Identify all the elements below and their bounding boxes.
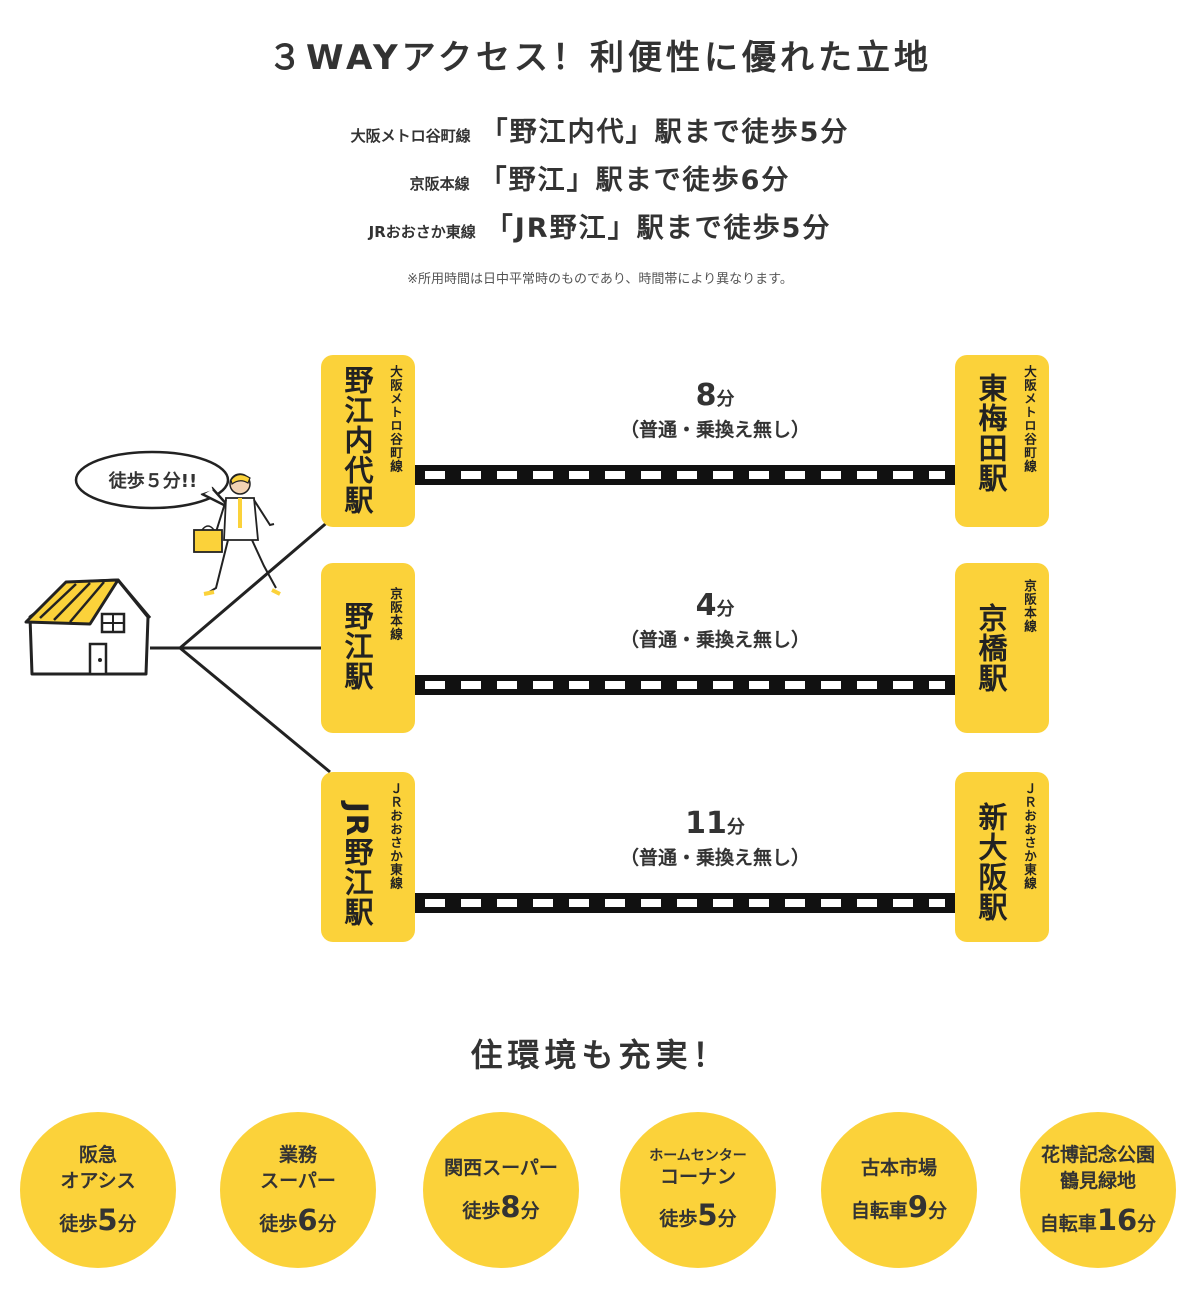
station-line: 京阪本線 — [388, 587, 403, 641]
facility-time: 徒歩5分 — [659, 1198, 737, 1233]
station-noe: 野江駅 京阪本線 — [321, 563, 415, 733]
facility-name-sub: ホームセンター — [649, 1147, 747, 1164]
access-line-name: JRおおさか東線 — [368, 223, 476, 241]
station-line: 京阪本線 — [1022, 579, 1037, 633]
facility-name: 古本市場 — [860, 1157, 937, 1180]
station-kyobashi: 京橋駅 京阪本線 — [955, 563, 1049, 733]
station-name: 野江内代駅 — [340, 365, 374, 515]
station-line: ＪＲおおさか東線 — [1022, 782, 1037, 890]
station-nojiri-uchindai: 野江内代駅 大阪メトロ谷町線 — [321, 355, 415, 527]
access-destination: 「野江」駅まで徒歩6分 — [479, 165, 791, 196]
station-jr-noe: JR野江駅 ＪＲおおさか東線 — [321, 772, 415, 942]
travel-time: 8分 （普通・乗換え無し） — [560, 378, 870, 442]
house-icon — [24, 578, 152, 676]
access-line-name: 大阪メトロ谷町線 — [350, 127, 471, 145]
facility-name: 関西スーパー — [444, 1157, 558, 1180]
access-destination: 「野江内代」駅まで徒歩5分 — [480, 117, 850, 148]
facility-kansai-super: 関西スーパー 徒歩8分 — [423, 1112, 579, 1268]
route-lines — [150, 518, 331, 774]
access-line-keihan: 京阪本線「野江」駅まで徒歩6分 — [0, 158, 1200, 197]
facility-name: 業務 スーパー — [260, 1144, 336, 1192]
travel-time: 4分 （普通・乗換え無し） — [560, 588, 870, 652]
station-name: 野江駅 — [340, 601, 374, 691]
station-line: ＪＲおおさか東線 — [388, 782, 403, 890]
facility-name: コーナン — [659, 1165, 736, 1188]
facility-time: 自転車9分 — [850, 1189, 948, 1224]
facility-name: 花博記念公園 鶴見緑地 — [1040, 1144, 1155, 1192]
travel-detail: （普通・乗換え無し） — [619, 419, 810, 441]
facility-name: 阪急 オアシス — [60, 1144, 136, 1192]
rail-track — [415, 465, 955, 485]
travel-detail: （普通・乗換え無し） — [619, 629, 810, 651]
station-name: JR野江駅 — [340, 802, 374, 928]
station-name: 東梅田駅 — [974, 373, 1008, 493]
facility-furuhon-ichiba: 古本市場 自転車9分 — [821, 1112, 977, 1268]
station-higashi-umeda: 東梅田駅 大阪メトロ谷町線 — [955, 355, 1049, 527]
access-line-jr: JRおおさか東線「JR野江」駅まで徒歩5分 — [0, 206, 1200, 245]
facility-gyomu-super: 業務 スーパー 徒歩6分 — [220, 1112, 376, 1268]
access-line-metro: 大阪メトロ谷町線「野江内代」駅まで徒歩5分 — [0, 110, 1200, 149]
facility-time: 徒歩8分 — [462, 1189, 540, 1224]
facility-konan: ホームセンター コーナン 徒歩5分 — [620, 1112, 776, 1268]
facility-hankyu-oasis: 阪急 オアシス 徒歩5分 — [20, 1112, 176, 1268]
facility-time: 自転車16分 — [1039, 1202, 1157, 1237]
section-title: 住環境も充実！ — [470, 1036, 730, 1074]
facility-time: 徒歩5分 — [59, 1202, 137, 1237]
walking-man-icon — [193, 473, 281, 596]
access-destination: 「JR野江」駅まで徒歩5分 — [485, 213, 832, 244]
travel-time: 11分 （普通・乗換え無し） — [560, 806, 870, 870]
facility-time: 徒歩6分 — [259, 1202, 337, 1237]
page-title: ３WAYアクセス！利便性に優れた立地 — [268, 38, 932, 78]
time-note: ※所用時間は日中平常時のものであり、時間帯により異なります。 — [407, 272, 793, 287]
travel-detail: （普通・乗換え無し） — [619, 847, 810, 869]
station-line: 大阪メトロ谷町線 — [388, 365, 403, 473]
rail-track — [415, 675, 955, 695]
bubble-text: 徒歩５分!! — [108, 471, 198, 492]
station-shin-osaka: 新大阪駅 ＪＲおおさか東線 — [955, 772, 1049, 942]
station-name: 新大阪駅 — [974, 802, 1008, 922]
facility-tsurumi-ryokuchi: 花博記念公園 鶴見緑地 自転車16分 — [1020, 1112, 1176, 1268]
rail-track — [415, 893, 955, 913]
station-line: 大阪メトロ谷町線 — [1022, 365, 1037, 473]
access-line-name: 京阪本線 — [409, 175, 470, 193]
station-name: 京橋駅 — [974, 603, 1008, 693]
speech-bubble — [74, 450, 232, 510]
